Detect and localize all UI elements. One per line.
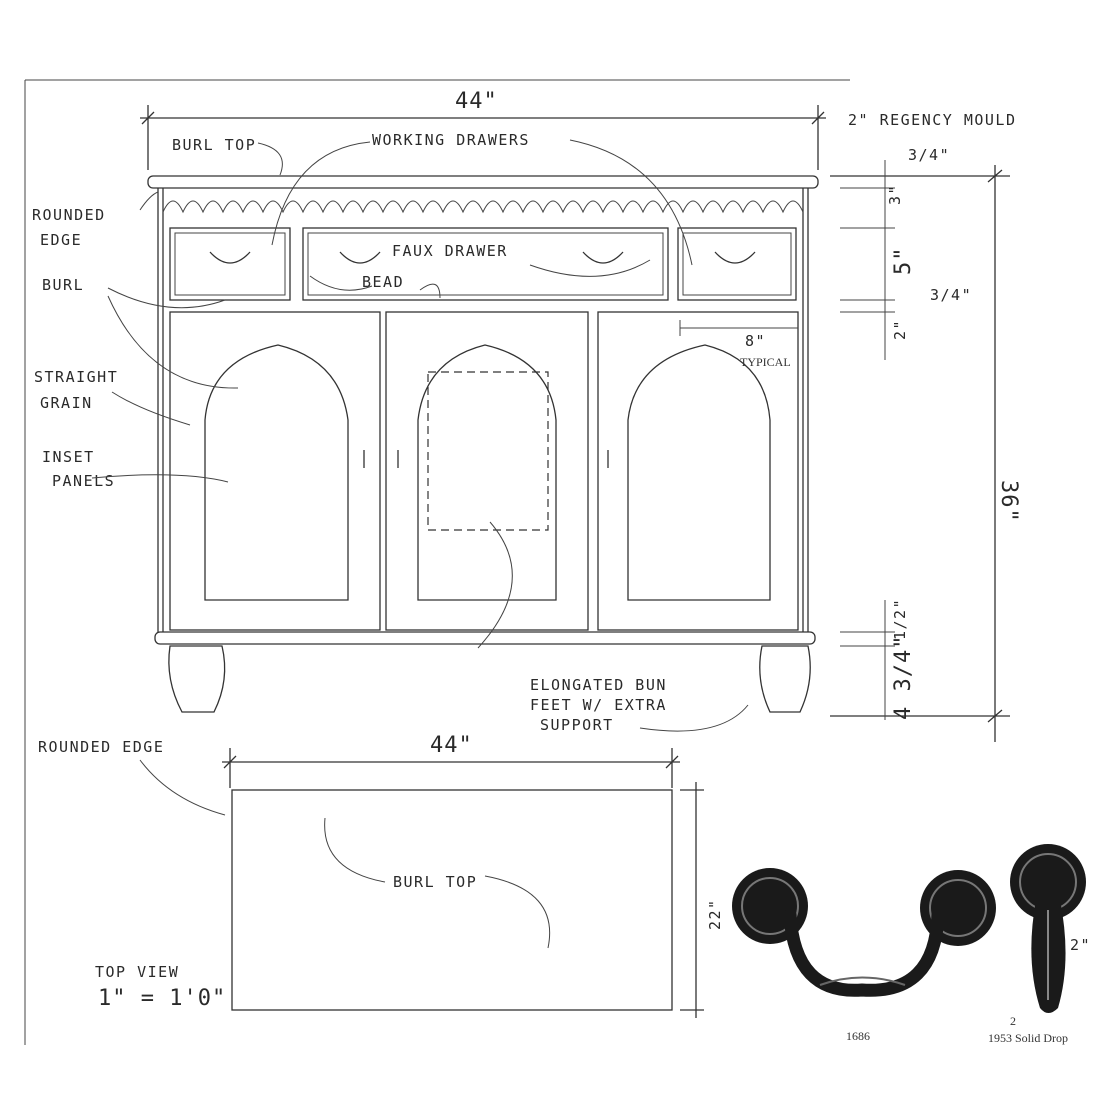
right-drawer-inner: [682, 232, 792, 296]
drop-size: 2": [1070, 936, 1091, 954]
carcass-sides: [157, 188, 809, 632]
burl-top-slab: [147, 175, 819, 189]
faux-drawer: [302, 227, 669, 301]
top-rounded-leader: [139, 759, 226, 816]
height-dimension-line: [830, 165, 1010, 742]
dim-3: 3": [886, 184, 904, 205]
label-top-rounded-edge: ROUNDED EDGE: [38, 738, 164, 756]
front-view: 44" 36": [32, 89, 1021, 742]
top-view-title: TOP VIEW: [95, 963, 179, 981]
top-depth-dim-text: 22": [706, 898, 724, 930]
top-view-scale: 1" = 1'0": [98, 986, 226, 1011]
top-burl-leaders: [324, 817, 551, 949]
right-bun-foot: [759, 645, 811, 713]
right-door: [597, 311, 799, 631]
width-dimension-line: [140, 105, 826, 170]
label-typical: TYPICAL: [740, 355, 791, 369]
label-top-burl: BURL TOP: [393, 873, 477, 891]
height-dim-text: 36": [996, 480, 1021, 523]
label-feet-1: ELONGATED BUN: [530, 676, 667, 694]
top-view-rect: [231, 789, 673, 1011]
right-drawer: [677, 227, 797, 301]
sheet-border: [24, 79, 850, 1045]
label-feet-3: SUPPORT: [540, 716, 614, 734]
center-arched-panel: [417, 344, 557, 601]
left-door: [169, 311, 381, 631]
label-straight-2: GRAIN: [40, 394, 93, 412]
left-drawer-inner: [174, 232, 286, 296]
label-burl-top: BURL TOP: [172, 136, 256, 154]
hardware: 1686 2" 2 1953 Solid Drop: [732, 844, 1091, 1045]
base-moulding: [154, 631, 816, 645]
label-inset-2: PANELS: [52, 472, 115, 490]
solid-drop-image: [1010, 844, 1086, 1013]
label-typical-dim: 8": [745, 332, 766, 350]
pull-number: 1686: [846, 1029, 870, 1043]
dim-3-4-top: 3/4": [908, 146, 950, 164]
right-arched-panel: [627, 344, 771, 601]
label-straight-1: STRAIGHT: [34, 368, 118, 386]
scalloped-frieze: [162, 200, 804, 214]
left-arched-panel: [204, 344, 349, 601]
label-faux-drawer: FAUX DRAWER: [392, 242, 508, 260]
label-working-drawers: WORKING DRAWERS: [372, 131, 530, 149]
faux-drawer-inner: [307, 232, 664, 296]
label-bead: BEAD: [362, 273, 404, 291]
drawer-pulls: [209, 251, 756, 264]
dim-1-2: 1/2": [891, 598, 909, 640]
typical-dim-line: [679, 320, 798, 336]
bail-pull-image: [732, 868, 996, 997]
dim-4-3-4: 4 3/4": [891, 635, 916, 720]
width-dim-text: 44": [455, 89, 498, 114]
left-drawer: [169, 227, 291, 301]
label-burl: BURL: [42, 276, 84, 294]
dim-5: 5": [891, 247, 916, 276]
left-bun-foot: [168, 645, 226, 713]
top-width-dim-line: [222, 748, 680, 788]
drop-label: 1953 Solid Drop: [988, 1031, 1068, 1045]
center-dashed-panel: [427, 371, 549, 531]
label-regency-mould: 2" REGENCY MOULD: [848, 111, 1017, 129]
label-rounded-2: EDGE: [40, 231, 82, 249]
dim-3-4-mid: 3/4": [930, 286, 972, 304]
dim-2: 2": [891, 319, 909, 340]
label-rounded-1: ROUNDED: [32, 206, 106, 224]
label-feet-2: FEET W/ EXTRA: [530, 696, 667, 714]
door-escutcheons: [363, 450, 609, 468]
center-door: [385, 311, 589, 631]
side-small-dims: [840, 160, 895, 720]
top-depth-dim-line: [680, 782, 704, 1018]
top-view: ROUNDED EDGE 44" 22" BURL TOP TOP VIEW 1…: [38, 733, 724, 1018]
top-width-dim-text: 44": [430, 733, 473, 758]
label-inset-1: INSET: [42, 448, 95, 466]
drop-count: 2: [1010, 1014, 1016, 1028]
leader-arrows: [91, 139, 749, 732]
